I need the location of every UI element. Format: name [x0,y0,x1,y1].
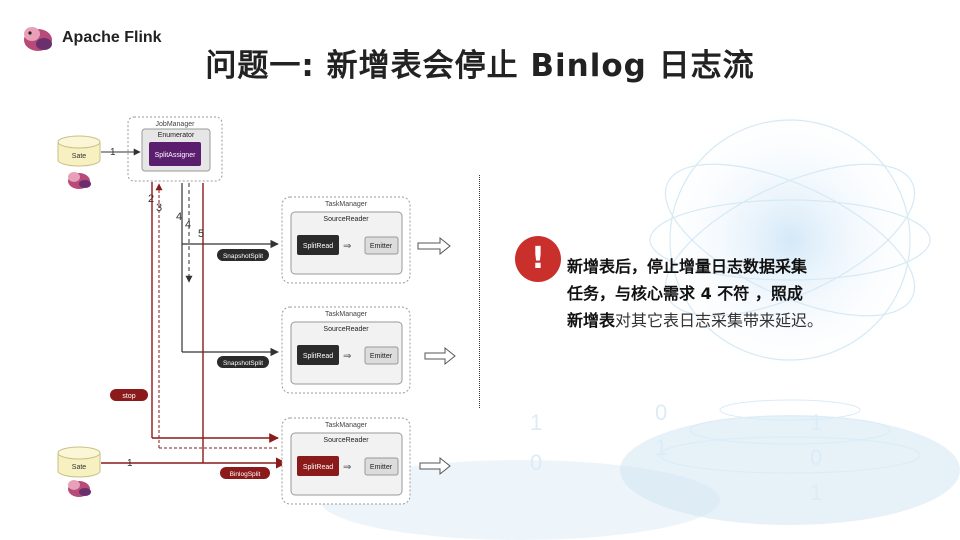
svg-text:1: 1 [530,410,542,435]
emitter-label: Emitter [370,243,393,250]
job-manager: JobManager Enumerator SplitAssigner [127,116,223,182]
callout-line-1: 新增表后，停止增量日志数据采集 [567,257,808,276]
step-label-1: 1 [110,147,116,158]
emitter-label: Emitter [370,464,393,471]
emitter-label: Emitter [370,353,393,360]
flink-squirrel-icon [24,27,52,51]
flink-squirrel-icon [68,172,91,189]
state-label: Sate [72,153,87,160]
brand-name: Apache Flink [62,29,162,46]
state-store-top: Sate [57,135,101,167]
stop-label: stop [122,393,135,400]
job-manager-label: JobManager [156,121,196,128]
binlog-split-label: BinlogSplit [230,471,261,478]
snapshot-split-label: SnapshotSplit [223,360,263,367]
svg-text:1: 1 [810,410,822,435]
task-manager-bottom: TaskManager SourceReader SplitRead ⇒ Emi… [281,417,411,505]
svg-text:1: 1 [655,435,667,460]
step-label-4: 4 [176,211,182,223]
source-reader-label: SourceReader [323,326,369,333]
state-label: Sate [72,464,87,471]
svg-text:0: 0 [810,445,822,470]
source-reader-label: SourceReader [323,437,369,444]
flink-squirrel-icon [68,480,91,497]
snapshot-split-badge-middle: SnapshotSplit [217,356,269,368]
step-label-1: 1 [127,458,133,469]
callout-line-3: 新增表对其它表日志采集带来延迟。 [567,307,867,334]
arrow-icon: ⇒ [343,351,351,362]
callout-line-3-rest: 对其它表日志采集带来延迟。 [615,311,824,330]
svg-text:0: 0 [655,400,667,425]
vertical-divider [479,175,480,408]
output-arrow-icon [424,346,456,366]
svg-text:1: 1 [810,480,822,505]
step-label-5: 5 [198,228,204,240]
step-label-4: 4 [185,219,191,231]
svg-text:0: 0 [530,450,542,475]
enumerator-label: Enumerator [158,132,195,139]
task-manager-top: TaskManager SourceReader SplitRead ⇒ Emi… [281,196,411,284]
callout-text: 新增表后，停止增量日志数据采集 任务，与核心需求 4 不符 ，照成 新增表对其它… [567,253,867,334]
split-read-label: SplitRead [303,243,333,250]
task-manager-label: TaskManager [325,422,368,429]
task-manager-label: TaskManager [325,201,368,208]
split-read-label: SplitRead [303,464,333,471]
task-manager-middle: TaskManager SourceReader SplitRead ⇒ Emi… [281,306,411,394]
callout-line-2: 任务，与核心需求 4 不符 ，照成 [567,284,803,303]
snapshot-split-label: SnapshotSplit [223,253,263,260]
page-title: 问题一: 新增表会停止 Binlog 日志流 [205,48,755,84]
exclamation-icon: ! [515,236,561,282]
stop-badge: stop [110,389,148,401]
split-assigner-label: SplitAssigner [155,152,197,159]
callout-line-3-bold: 新增表 [567,311,616,330]
output-arrow-icon [417,236,451,256]
state-store-bottom: Sate [57,446,101,478]
exclamation-glyph: ! [531,241,545,276]
arrow-icon: ⇒ [343,462,351,473]
output-arrow-icon [419,456,451,476]
arrow-icon: ⇒ [343,241,351,252]
split-read-label: SplitRead [303,353,333,360]
task-manager-label: TaskManager [325,311,368,318]
step-label-3: 3 [156,202,162,214]
binlog-split-badge: BinlogSplit [220,467,270,479]
brand: Apache Flink [20,20,162,56]
source-reader-label: SourceReader [323,216,369,223]
snapshot-split-badge-top: SnapshotSplit [217,249,269,261]
step-label-2: 2 [148,193,154,205]
